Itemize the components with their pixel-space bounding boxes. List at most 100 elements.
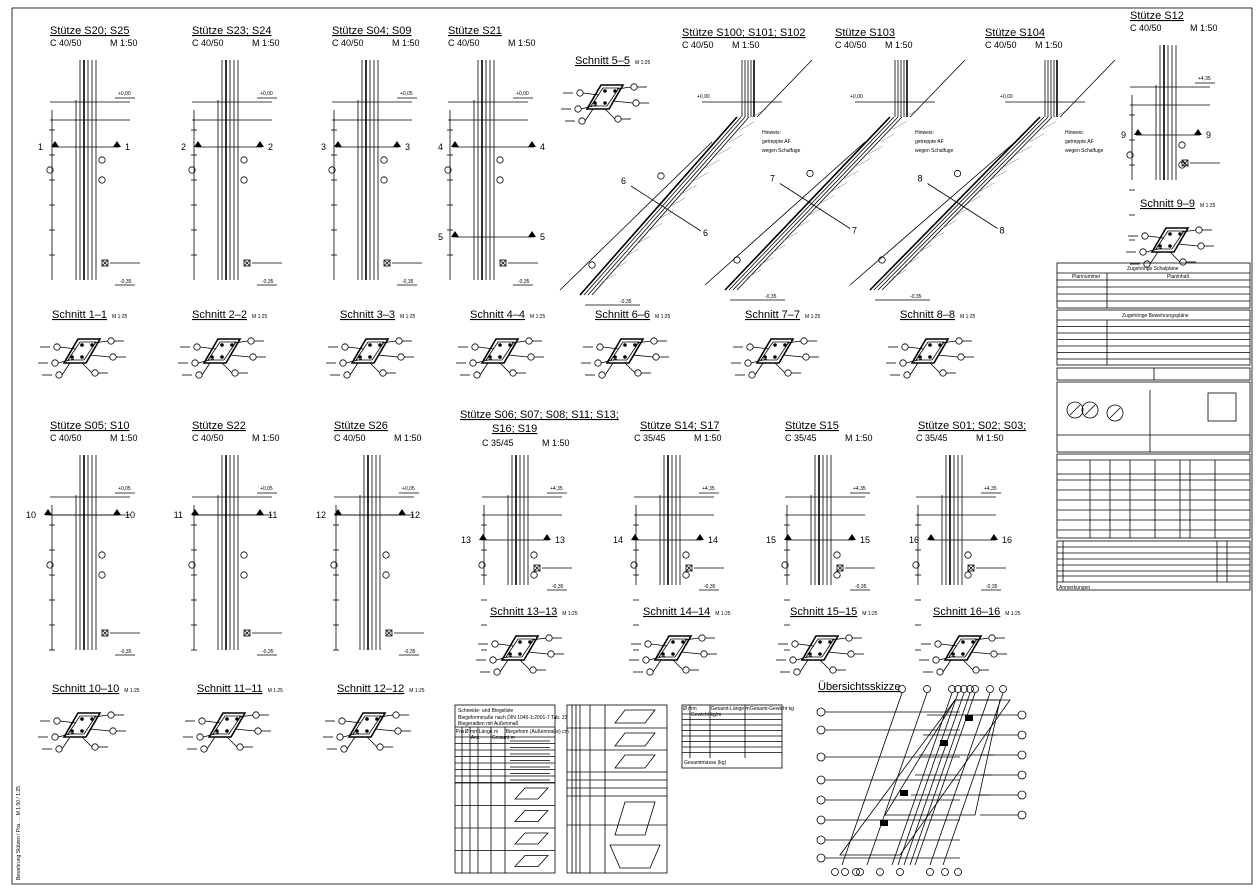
leader-line bbox=[1181, 229, 1197, 233]
rebar-dot bbox=[623, 343, 627, 347]
grid-axis bbox=[891, 692, 953, 866]
leader-line bbox=[632, 354, 654, 358]
leader-line bbox=[827, 651, 849, 655]
rebar-dot bbox=[928, 355, 932, 359]
grid-axis bbox=[909, 692, 971, 866]
section-number-right: 16 bbox=[1002, 535, 1012, 545]
stirrup-shape bbox=[614, 732, 656, 747]
section-scale: M 1:25 bbox=[562, 611, 578, 617]
hatch-line bbox=[856, 158, 871, 167]
column-mark bbox=[900, 790, 908, 796]
position-bubble bbox=[98, 571, 106, 579]
hatch-line bbox=[967, 195, 982, 204]
note-text: getreppte AF bbox=[762, 139, 791, 145]
bending-schedule-table-continued bbox=[566, 704, 668, 874]
position-bubble bbox=[802, 353, 810, 361]
position-bubble bbox=[1178, 141, 1186, 149]
rebar-dot bbox=[355, 729, 359, 733]
position-bubble bbox=[394, 727, 402, 735]
rebar-dot bbox=[783, 343, 787, 347]
leader-line bbox=[61, 736, 71, 750]
leader-line bbox=[974, 637, 990, 641]
position-bubble bbox=[845, 634, 853, 642]
section-arrow-icon bbox=[848, 534, 856, 540]
rebar-dot bbox=[488, 355, 492, 359]
leader-line bbox=[374, 728, 396, 732]
rebar-dot bbox=[518, 652, 522, 656]
axis-bubble bbox=[896, 868, 904, 876]
leader-line bbox=[234, 728, 256, 732]
leader-line bbox=[346, 736, 356, 750]
position-bubble bbox=[51, 733, 59, 741]
position-bubble bbox=[630, 83, 638, 91]
rebar-dot bbox=[918, 355, 922, 359]
concrete-class: C 35/45 bbox=[916, 433, 948, 443]
level-top: +0,05 bbox=[402, 486, 415, 492]
position-bubble bbox=[46, 561, 54, 569]
position-bubble bbox=[249, 353, 257, 361]
stirrup-outline bbox=[658, 638, 688, 658]
position-bubble bbox=[91, 369, 99, 377]
leader-line bbox=[344, 720, 362, 724]
section-outline bbox=[480, 338, 520, 364]
position-bubble bbox=[444, 166, 452, 174]
section-arrow-icon bbox=[51, 141, 59, 147]
section-title: Schnitt 1–1 bbox=[52, 309, 107, 321]
scale-label: M 1:50 bbox=[110, 433, 138, 443]
section-number-right: 2 bbox=[268, 142, 273, 152]
leader-line bbox=[616, 86, 632, 90]
axis-bubble bbox=[856, 868, 864, 876]
revision-box bbox=[1056, 540, 1251, 591]
rebar-dot bbox=[508, 652, 512, 656]
table-subtitle: Biegeformmaße nach DIN 1045-1:2001-7 Tab… bbox=[458, 715, 568, 721]
section-scale: M 1:25 bbox=[1200, 203, 1216, 209]
leader-line bbox=[59, 720, 77, 724]
rebar-dot bbox=[623, 355, 627, 359]
position-bubble bbox=[341, 343, 349, 351]
axis-bubble bbox=[966, 685, 974, 693]
section-arrow-icon bbox=[528, 141, 536, 147]
column-header: Gesamt m bbox=[492, 735, 515, 741]
scale-label: M 1:50 bbox=[885, 40, 913, 50]
section-scale: M 1:25 bbox=[530, 314, 546, 320]
rebar-dot bbox=[661, 652, 665, 656]
total-label: Gesamtmasse (kg) bbox=[684, 760, 727, 766]
hatch-line bbox=[783, 232, 798, 241]
position-bubble bbox=[53, 717, 61, 725]
rebar-dot bbox=[593, 101, 597, 105]
position-bubble bbox=[397, 353, 405, 361]
note-title: Hinweis: bbox=[762, 130, 781, 136]
rebar-dot bbox=[368, 343, 372, 347]
section-title: Schnitt 14–14 bbox=[643, 606, 710, 618]
level-bottom: -0,35 bbox=[120, 279, 132, 285]
hatch-line bbox=[795, 219, 810, 229]
position-bubble bbox=[91, 743, 99, 751]
hatch-line bbox=[929, 232, 945, 241]
rebar-dot bbox=[681, 640, 685, 644]
leader-line bbox=[929, 362, 941, 374]
section-number-left: 8 bbox=[918, 174, 923, 184]
level-top: +4,35 bbox=[550, 486, 563, 492]
column-header: Länge m bbox=[479, 729, 498, 735]
rebar-dot bbox=[90, 717, 94, 721]
axis-bubble bbox=[816, 795, 826, 805]
rebar-dot bbox=[378, 343, 382, 347]
position-bubble bbox=[682, 666, 690, 674]
leader-line bbox=[750, 358, 768, 364]
rebar-dot bbox=[961, 640, 965, 644]
column-header: Anz. bbox=[471, 735, 481, 741]
concrete-class: C 40/50 bbox=[1130, 23, 1162, 33]
hatch-line bbox=[1017, 145, 1032, 155]
elevation-title: Stütze S15 bbox=[785, 420, 839, 432]
leader-line bbox=[57, 358, 75, 364]
line bbox=[1181, 159, 1189, 167]
section-number-right: 13 bbox=[555, 535, 565, 545]
position-bubble bbox=[491, 640, 499, 648]
plan-outline bbox=[884, 699, 1001, 816]
axis-bubble bbox=[954, 868, 962, 876]
rebar-dot bbox=[633, 343, 637, 347]
leader-line bbox=[1145, 247, 1163, 253]
